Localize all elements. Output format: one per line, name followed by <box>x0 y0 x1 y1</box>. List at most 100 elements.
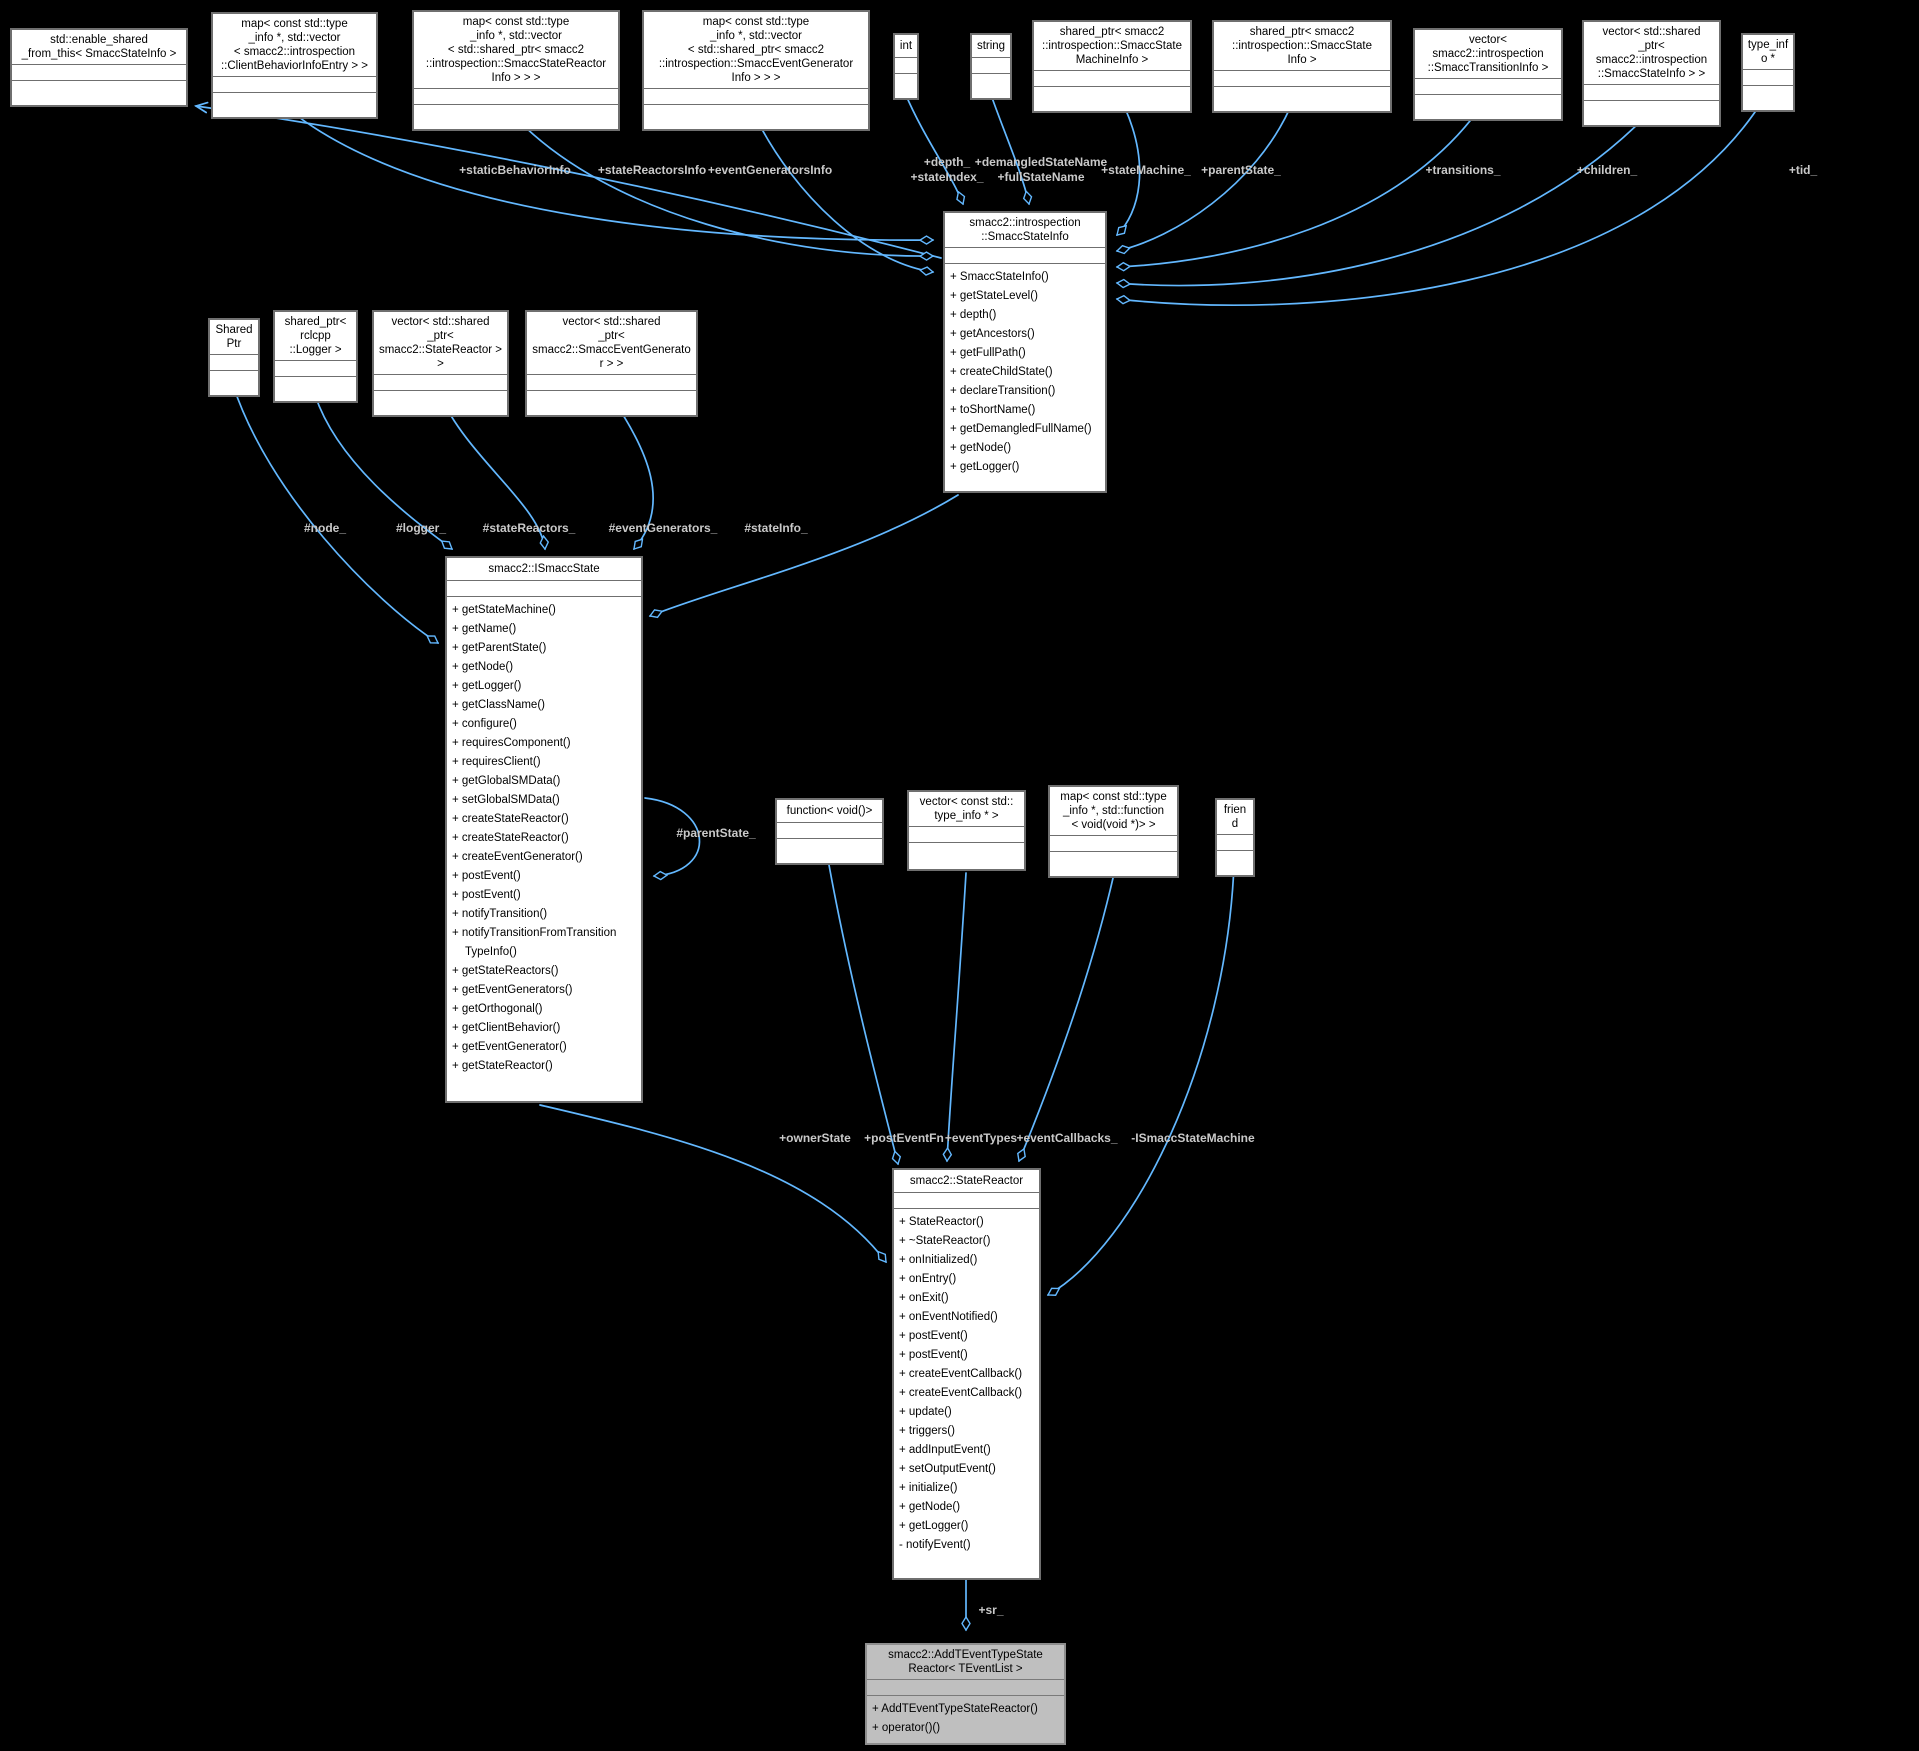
methods-compartment <box>374 391 507 415</box>
attributes-compartment <box>213 77 376 93</box>
class-map-event-callback[interactable]: map< const std::type _info *, std::funct… <box>1048 785 1179 878</box>
class-type-info-ptr[interactable]: type_info * <box>1741 33 1795 112</box>
attributes-compartment <box>909 827 1024 843</box>
class-ismacc-state[interactable]: smacc2::ISmaccState + getStateMachine()+… <box>445 556 643 1103</box>
method-entry: + getClassName() <box>452 699 545 711</box>
edge-transitions <box>1117 107 1481 267</box>
class-vector-transition-info[interactable]: vector< smacc2::introspection ::SmaccTra… <box>1413 28 1563 121</box>
class-title: std::enable_shared _from_this< SmaccStat… <box>12 30 186 65</box>
method-entry: + addInputEvent() <box>899 1444 991 1456</box>
method-entry: + operator()() <box>872 1722 941 1734</box>
method-entry: + getNode() <box>452 661 514 673</box>
class-shared-ptr-logger[interactable]: shared_ptr< rclcpp ::Logger > <box>273 310 358 403</box>
method-entry: + postEvent() <box>452 870 521 882</box>
attributes-compartment <box>414 89 618 105</box>
class-function-void[interactable]: function< void()> <box>775 798 884 865</box>
method-entry: + depth() <box>950 309 997 321</box>
method-entry: + StateReactor() <box>899 1216 984 1228</box>
edge-label-depth: +depth_ <box>923 155 971 169</box>
method-entry: + getFullPath() <box>950 347 1026 359</box>
class-map-client-behavior-info[interactable]: map< const std::type _info *, std::vecto… <box>211 12 378 119</box>
method-entry: + getEventGenerators() <box>452 984 573 996</box>
edge-label-owner-state: +ownerState <box>779 1131 851 1145</box>
class-map-event-generator-info[interactable]: map< const std::type _info *, std::vecto… <box>642 10 870 131</box>
edge-state-machine <box>1117 107 1141 235</box>
class-vector-type-info[interactable]: vector< const std:: type_info * > <box>907 790 1026 871</box>
edge-label-state-machine: +stateMachine_ <box>1101 163 1191 177</box>
method-entry: + getEventGenerator() <box>452 1041 567 1053</box>
class-vector-event-generator[interactable]: vector< std::shared _ptr< smacc2::SmaccE… <box>525 310 698 417</box>
class-int[interactable]: int <box>893 33 919 100</box>
attributes-compartment <box>1217 835 1253 851</box>
methods-compartment <box>12 81 186 105</box>
class-title: map< const std::type _info *, std::vecto… <box>414 12 618 89</box>
class-title: smacc2::StateReactor <box>894 1170 1039 1193</box>
edge-parent-state-self-loop <box>644 797 701 876</box>
method-entry: + postEvent() <box>452 889 521 901</box>
class-shared-ptr-node[interactable]: SharedPtr <box>208 318 260 397</box>
edge-state-reactors <box>439 394 545 549</box>
method-entry: + notifyTransitionFromTransition TypeInf… <box>452 927 617 958</box>
class-state-reactor[interactable]: smacc2::StateReactor + StateReactor()+ ~… <box>892 1168 1041 1580</box>
class-title: vector< smacc2::introspection ::SmaccTra… <box>1415 30 1561 79</box>
class-title: vector< std::shared _ptr< smacc2::intros… <box>1584 22 1719 85</box>
class-title: string <box>972 35 1010 58</box>
attributes-compartment <box>447 581 641 597</box>
method-entry: + getAncestors() <box>950 328 1035 340</box>
method-entry: + ~StateReactor() <box>899 1235 991 1247</box>
method-entry: + postEvent() <box>899 1330 968 1342</box>
edge-label-event-generators-info: +eventGeneratorsInfo <box>707 163 833 177</box>
edge-label-state-reactors: #stateReactors_ <box>482 521 576 535</box>
class-friend[interactable]: friend <box>1215 798 1255 877</box>
method-entry: - notifyEvent() <box>899 1539 971 1551</box>
class-title: map< const std::type _info *, std::funct… <box>1050 787 1177 836</box>
attributes-compartment <box>895 58 917 74</box>
class-title: smacc2::introspection ::SmaccStateInfo <box>945 213 1105 248</box>
method-entry: + onEntry() <box>899 1273 957 1285</box>
method-entry: + initialize() <box>899 1482 958 1494</box>
edge-label-depth-state-index: +depth_ +stateIndex_ <box>910 155 983 185</box>
class-string[interactable]: string <box>970 33 1012 100</box>
class-add-tevent-type-state-reactor[interactable]: smacc2::AddTEventTypeState Reactor< TEve… <box>865 1643 1066 1745</box>
method-entry: + toShortName() <box>950 404 1036 416</box>
edge-state-info <box>650 494 959 616</box>
edge-label-transitions: +transitions_ <box>1425 163 1501 177</box>
method-entry: + getName() <box>452 623 517 635</box>
methods-compartment <box>213 93 376 117</box>
edge-label-children: +children_ <box>1576 163 1638 177</box>
class-enable-shared-from-this[interactable]: std::enable_shared _from_this< SmaccStat… <box>10 28 188 107</box>
method-entry: + configure() <box>452 718 517 730</box>
attributes-compartment <box>945 248 1105 264</box>
attributes-compartment <box>972 58 1010 74</box>
class-shared-ptr-state-info[interactable]: shared_ptr< smacc2 ::introspection::Smac… <box>1212 20 1392 113</box>
class-vector-shared-ptr-state-info[interactable]: vector< std::shared _ptr< smacc2::intros… <box>1582 20 1721 127</box>
method-entry: + createEventGenerator() <box>452 851 583 863</box>
methods-compartment <box>777 839 882 863</box>
attributes-compartment <box>1214 71 1390 87</box>
class-title: shared_ptr< smacc2 ::introspection::Smac… <box>1214 22 1390 71</box>
edge-owner-state <box>539 1104 887 1262</box>
edge-depth-state-index <box>904 92 963 204</box>
class-smacc-state-info[interactable]: smacc2::introspection ::SmaccStateInfo +… <box>943 211 1107 493</box>
method-entry: + getLogger() <box>452 680 522 692</box>
methods-compartment: + AddTEventTypeStateReactor()+ operator(… <box>867 1696 1064 1743</box>
method-entry: + onEventNotified() <box>899 1311 998 1323</box>
edge-label-node: #node_ <box>303 521 347 535</box>
edge-label-event-callbacks: +eventCallbacks_ <box>1016 1131 1118 1145</box>
method-entry: + getStateLevel() <box>950 290 1038 302</box>
class-map-state-reactor-info[interactable]: map< const std::type _info *, std::vecto… <box>412 10 620 131</box>
attributes-compartment <box>527 375 696 391</box>
class-title: shared_ptr< smacc2 ::introspection::Smac… <box>1034 22 1190 71</box>
methods-compartment <box>644 105 868 129</box>
method-entry: + declareTransition() <box>950 385 1056 397</box>
class-title: function< void()> <box>777 800 882 823</box>
class-title: type_info * <box>1743 35 1793 70</box>
methods-compartment <box>972 74 1010 98</box>
method-entry: + setGlobalSMData() <box>452 794 560 806</box>
class-vector-state-reactor[interactable]: vector< std::shared _ptr< smacc2::StateR… <box>372 310 509 417</box>
methods-compartment <box>210 371 258 395</box>
class-shared-ptr-state-machine-info[interactable]: shared_ptr< smacc2 ::introspection::Smac… <box>1032 20 1192 113</box>
attributes-compartment <box>894 1193 1039 1209</box>
class-title: vector< std::shared _ptr< smacc2::StateR… <box>374 312 507 375</box>
